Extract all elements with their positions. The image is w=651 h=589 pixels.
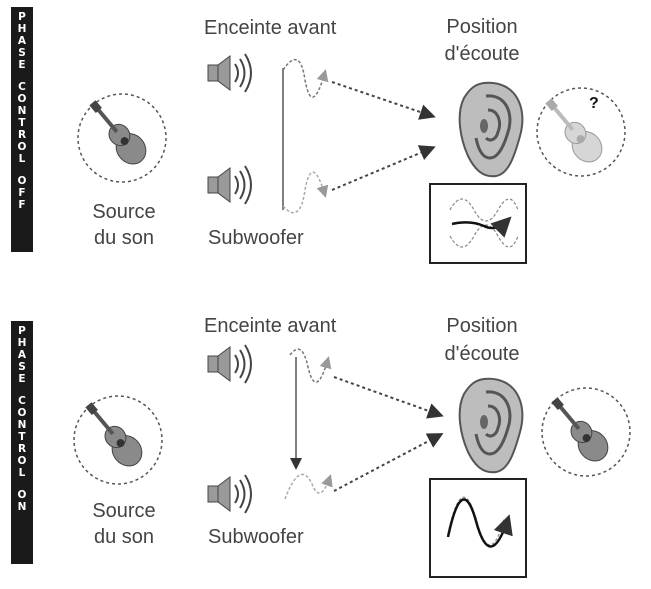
subwoofer-label: Subwoofer [208, 526, 304, 548]
front-speaker-label: Enceinte avant [204, 315, 337, 337]
source-label-line2: du son [93, 227, 155, 249]
ear-icon [458, 81, 524, 178]
waveform-icon [429, 478, 527, 578]
waveform-icon [429, 183, 527, 264]
front-speaker-icon [207, 53, 252, 93]
front-wave [289, 348, 332, 383]
subwoofer-speaker-icon [207, 474, 252, 514]
source-guitar-icon [73, 395, 163, 485]
subwoofer-speaker-icon [207, 165, 252, 205]
front-to-ear-arrow [331, 81, 436, 120]
source-guitar-icon [77, 93, 167, 183]
listening-position-label-line1: Position [446, 16, 518, 38]
listening-position-label-line2: d'écoute [444, 43, 520, 65]
sub-to-ear-arrow [333, 433, 444, 492]
sub-to-ear-arrow [331, 145, 436, 191]
phase-on-diagram [73, 344, 631, 578]
front-speaker-label: Enceinte avant [204, 17, 337, 39]
sub-wave [282, 171, 329, 214]
listening-position-label-line2: d'écoute [444, 343, 520, 365]
source-label-line2: du son [93, 526, 155, 548]
ear-icon [458, 377, 524, 474]
front-wave [282, 58, 329, 98]
subwoofer-label: Subwoofer [208, 227, 304, 249]
source-label-line1: Source [92, 500, 156, 522]
front-to-ear-arrow [333, 376, 444, 419]
sub-wave [284, 473, 333, 500]
listening-position-label-line1: Position [446, 315, 518, 337]
phase-off-diagram [77, 53, 626, 264]
front-speaker-icon [207, 344, 252, 384]
heard-guitar-faded-icon [536, 87, 626, 177]
source-label-line1: Source [92, 201, 156, 223]
question-mark: ? [589, 95, 599, 112]
heard-guitar-icon [541, 387, 631, 477]
